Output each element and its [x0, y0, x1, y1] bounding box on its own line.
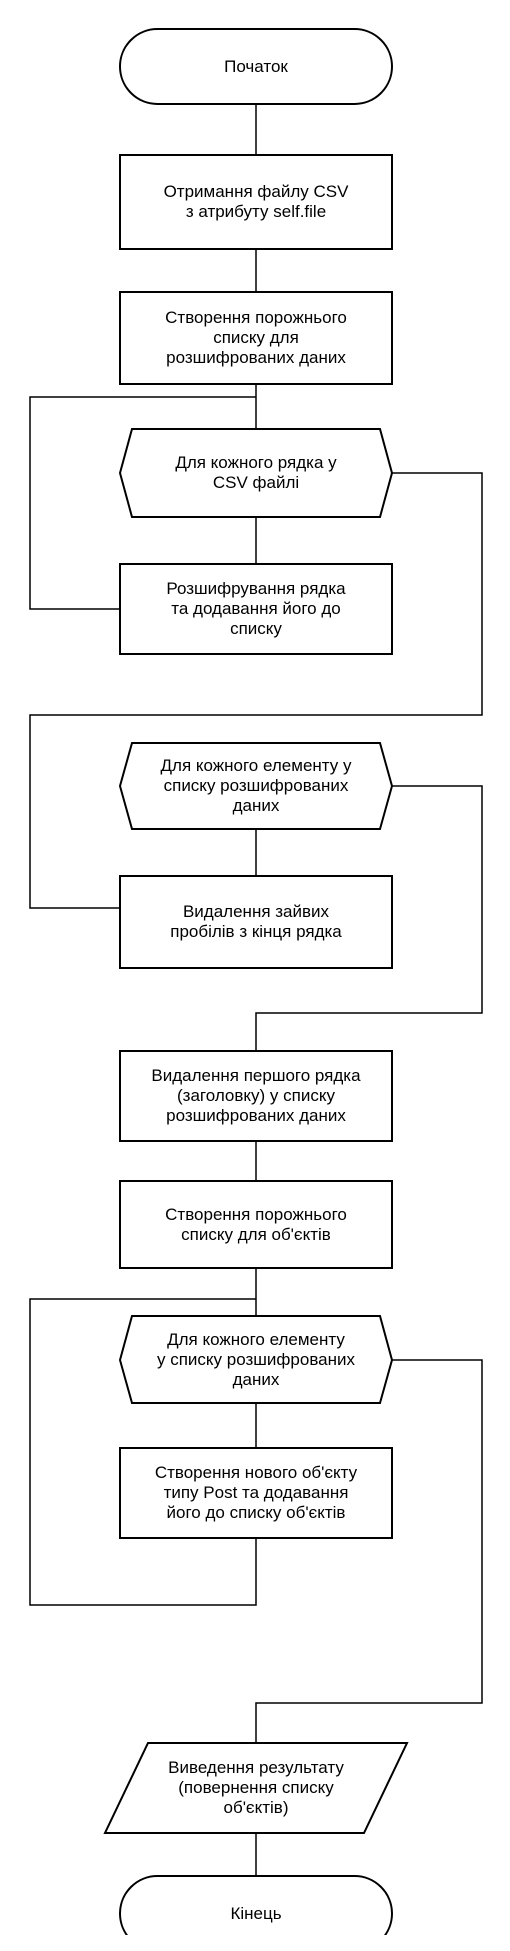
loop2-line-1: Для кожного елементу у [160, 756, 352, 775]
step5-box [119, 1050, 393, 1142]
start-label: Початок [120, 29, 392, 104]
end-text: Кінець [230, 1903, 282, 1923]
loop1-return-line [29, 396, 256, 610]
loop3-exit-line [255, 1359, 483, 1743]
loop1-hexagon [118, 428, 394, 518]
start-terminal [119, 28, 393, 105]
loop2-line-3: даних [232, 796, 280, 815]
step2-label: Створення порожнього списку для розшифро… [120, 292, 392, 384]
step4-line-1: Видалення зайвих [182, 902, 330, 921]
step1-box [119, 154, 393, 250]
step3-line-2: та додавання його до [171, 599, 341, 618]
step4-label: Видалення зайвих пробілів з кінця рядка [120, 876, 392, 968]
end-terminal [119, 1875, 393, 1935]
end-label: Кінець [120, 1876, 392, 1951]
loop3-return-line [29, 1298, 257, 1606]
step5-line-1: Видалення першого рядка [151, 1066, 361, 1085]
start-text: Початок [224, 56, 288, 76]
output-line-2: (повернення списку [178, 1778, 334, 1797]
loop3-hexagon [118, 1315, 394, 1404]
step3-box [119, 563, 393, 655]
step7-line-1: Створення нового об'єкту [154, 1463, 358, 1482]
step6-line-2: списку для об'єктів [181, 1224, 331, 1244]
loop1-line-1: Для кожного рядка у [175, 453, 337, 472]
step4-line-2: пробілів з кінця рядка [170, 922, 342, 941]
loop2-exit-line [255, 785, 483, 1051]
step2-line-1: Створення порожнього [165, 308, 347, 327]
step2-line-3: розшифрованих даних [166, 348, 346, 367]
loop3-line-1: Для кожного елементу [167, 1329, 345, 1349]
step7-label: Створення нового об'єкту типу Post та до… [120, 1448, 392, 1538]
step7-line-2: типу Post та додавання [163, 1483, 349, 1502]
output-line-3: об'єктів) [223, 1798, 289, 1817]
loop1-exit-line [29, 472, 483, 909]
output-line-1: Виведення результату [168, 1758, 344, 1777]
loop2-hexagon [118, 742, 394, 830]
step5-line-2: (заголовку) у списку [177, 1086, 335, 1105]
loop3-line-2: у списку розшифрованих [157, 1349, 355, 1369]
step1-line-2: з атрибуту self.file [185, 202, 327, 221]
step4-box [119, 875, 393, 969]
step3-line-3: списку [230, 619, 282, 638]
loop2-label: Для кожного елементу у списку розшифрова… [120, 743, 392, 829]
loop1-label: Для кожного рядка у CSV файлі [120, 429, 392, 517]
step7-line-3: його до списку об'єктів [166, 1503, 346, 1522]
step3-line-1: Розшифрування рядка [166, 579, 346, 598]
output-label: Виведення результату (повернення списку … [110, 1743, 402, 1833]
loop3-line-3: даних [232, 1369, 280, 1389]
connectors [29, 104, 483, 1876]
step5-label: Видалення першого рядка (заголовку) у сп… [120, 1051, 392, 1141]
step1-label: Отримання файлу CSV з атрибуту self.file [120, 155, 392, 249]
loop3-label: Для кожного елементу у списку розшифрова… [120, 1316, 392, 1403]
step6-line-1: Створення порожнього [165, 1204, 347, 1224]
step6-label: Створення порожнього списку для об'єктів [120, 1181, 392, 1268]
step7-box [119, 1447, 393, 1539]
step6-box [119, 1180, 393, 1269]
output-parallelogram [103, 1742, 409, 1834]
step3-label: Розшифрування рядка та додавання його до… [120, 564, 392, 654]
step5-line-3: розшифрованих даних [166, 1106, 346, 1125]
step1-line-1: Отримання файлу CSV [163, 182, 349, 201]
step2-box [119, 291, 393, 385]
loop1-line-2: CSV файлі [212, 473, 300, 492]
loop2-line-2: списку розшифрованих [163, 776, 349, 795]
step2-line-2: списку для [213, 328, 299, 347]
